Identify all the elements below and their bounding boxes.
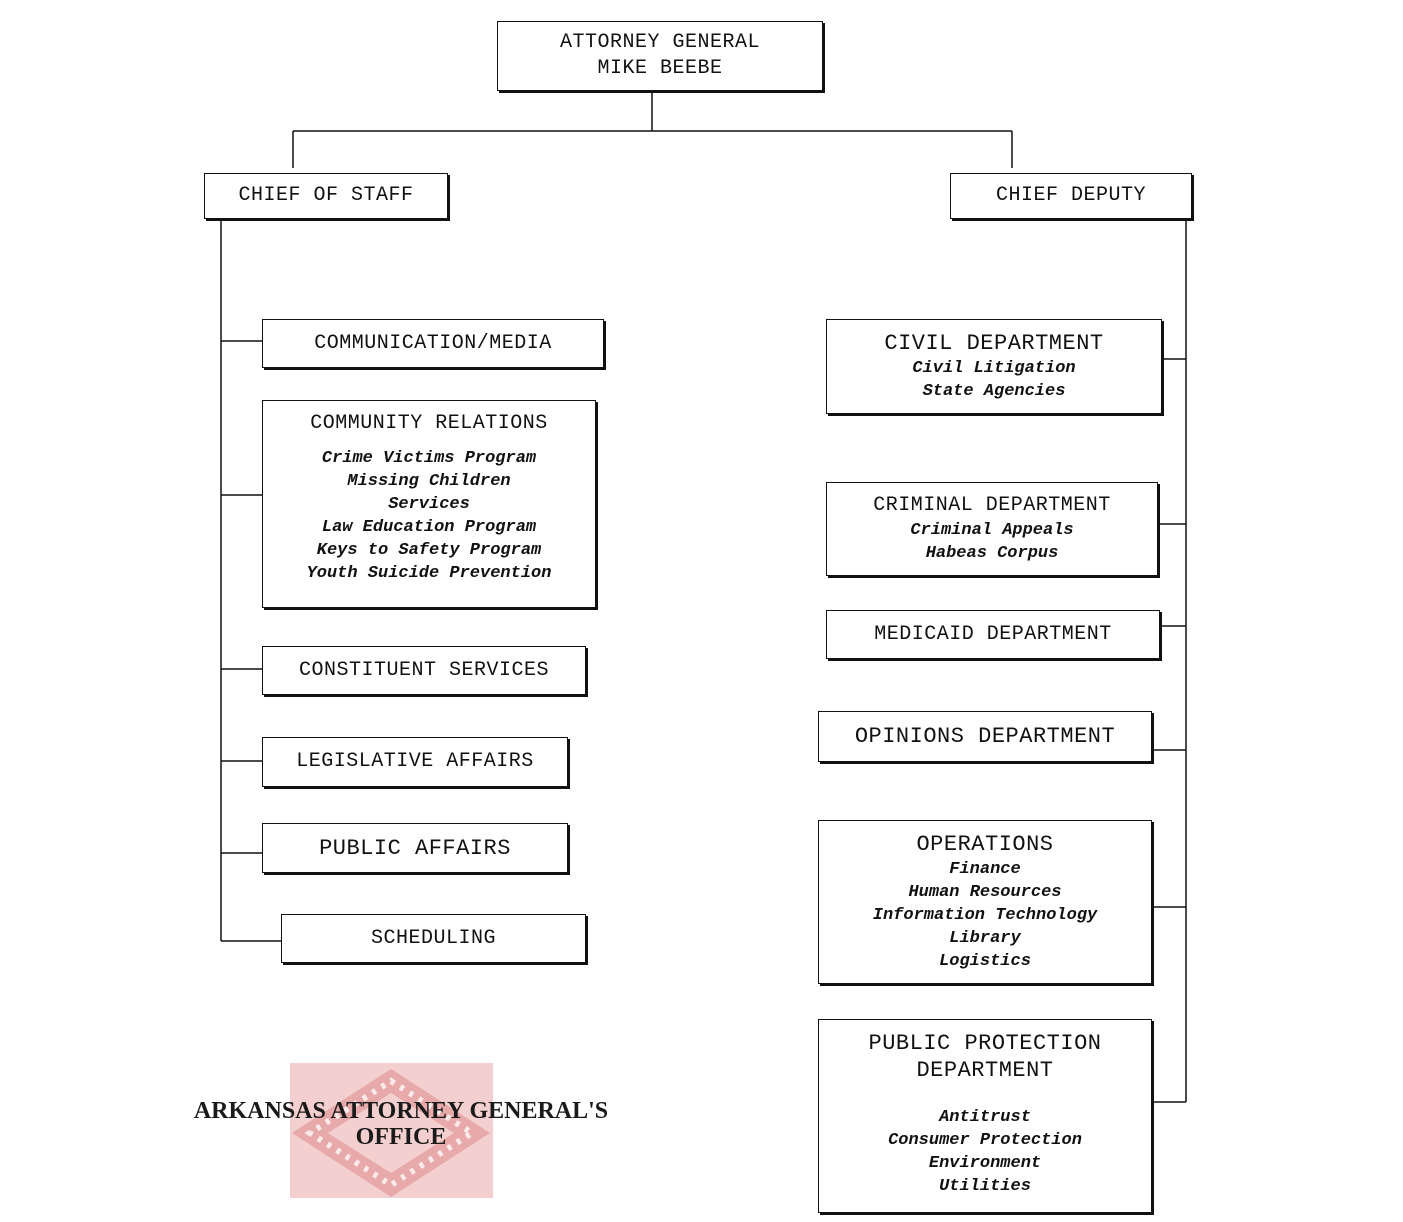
unit-item: Utilities xyxy=(939,1177,1031,1196)
scheduling-box: SCHEDULING xyxy=(281,914,586,963)
arkansas-seal-icon xyxy=(290,1063,493,1198)
unit-title: COMMUNITY RELATIONS xyxy=(310,412,548,435)
attorney-general-title: ATTORNEY GENERAL xyxy=(559,31,761,54)
unit-item: Information Technology xyxy=(872,906,1098,925)
unit-title: CONSTITUENT SERVICES xyxy=(298,658,550,682)
unit-item: Consumer Protection xyxy=(888,1131,1082,1150)
community-relations-box: COMMUNITY RELATIONS Crime Victims Progra… xyxy=(262,400,596,608)
attorney-general-name: MIKE BEEBE xyxy=(597,57,723,80)
chief-of-staff-box: CHIEF OF STAFF xyxy=(204,173,448,219)
criminal-department-box: CRIMINAL DEPARTMENT Criminal Appeals Hab… xyxy=(826,482,1158,576)
communication-media-box: COMMUNICATION/MEDIA xyxy=(262,319,604,368)
unit-item: Habeas Corpus xyxy=(925,544,1059,563)
chief-deputy-title: CHIEF DEPUTY xyxy=(995,184,1147,207)
unit-item: Law Education Program xyxy=(321,518,537,537)
medicaid-department-box: MEDICAID DEPARTMENT xyxy=(826,610,1160,659)
unit-item: Logistics xyxy=(939,952,1031,971)
civil-department-box: CIVIL DEPARTMENT Civil Litigation State … xyxy=(826,319,1162,414)
unit-title: CRIMINAL DEPARTMENT xyxy=(873,494,1111,517)
unit-item: Services xyxy=(388,495,470,514)
unit-item: Missing Children xyxy=(347,472,511,491)
constituent-services-box: CONSTITUENT SERVICES xyxy=(262,646,586,695)
public-affairs-box: PUBLIC AFFAIRS xyxy=(262,823,568,873)
unit-item: Antitrust xyxy=(939,1108,1031,1127)
unit-item: Finance xyxy=(949,860,1021,879)
unit-title: PUBLIC AFFAIRS xyxy=(319,835,511,861)
unit-title: COMMUNICATION/MEDIA xyxy=(314,331,552,355)
logo-line2: OFFICE xyxy=(355,1124,447,1150)
unit-item: Library xyxy=(949,929,1021,948)
unit-title-line1: PUBLIC PROTECTION xyxy=(868,1031,1102,1056)
unit-title-line2: DEPARTMENT xyxy=(916,1058,1054,1083)
legislative-affairs-box: LEGISLATIVE AFFAIRS xyxy=(262,737,568,787)
opinions-department-box: OPINIONS DEPARTMENT xyxy=(818,711,1152,762)
operations-box: OPERATIONS Finance Human Resources Infor… xyxy=(818,820,1152,984)
unit-item: Keys to Safety Program xyxy=(316,541,542,560)
unit-title: MEDICAID DEPARTMENT xyxy=(874,622,1112,646)
unit-item: Crime Victims Program xyxy=(321,449,537,468)
unit-title: OPERATIONS xyxy=(916,832,1054,857)
unit-item: Human Resources xyxy=(908,883,1062,902)
unit-item: Civil Litigation xyxy=(912,359,1076,378)
logo-line1: ARKANSAS ATTORNEY GENERAL'S xyxy=(193,1098,609,1124)
unit-item-list: Crime Victims Program Missing Children S… xyxy=(307,447,552,585)
attorney-general-box: ATTORNEY GENERAL MIKE BEEBE xyxy=(497,21,823,91)
office-logo-text: ARKANSAS ATTORNEY GENERAL'S OFFICE xyxy=(178,1098,624,1150)
chief-of-staff-title: CHIEF OF STAFF xyxy=(238,184,414,207)
unit-item: Youth Suicide Prevention xyxy=(306,564,552,583)
unit-item: Environment xyxy=(928,1154,1042,1173)
unit-title: SCHEDULING xyxy=(370,926,497,950)
chief-deputy-box: CHIEF DEPUTY xyxy=(950,173,1192,219)
unit-item: Criminal Appeals xyxy=(910,521,1074,540)
public-protection-box: PUBLIC PROTECTION DEPARTMENT Antitrust C… xyxy=(818,1019,1152,1213)
unit-title: CIVIL DEPARTMENT xyxy=(884,331,1104,356)
unit-title: OPINIONS DEPARTMENT xyxy=(854,724,1116,749)
unit-item: State Agencies xyxy=(922,382,1066,401)
unit-title: LEGISLATIVE AFFAIRS xyxy=(296,750,534,773)
